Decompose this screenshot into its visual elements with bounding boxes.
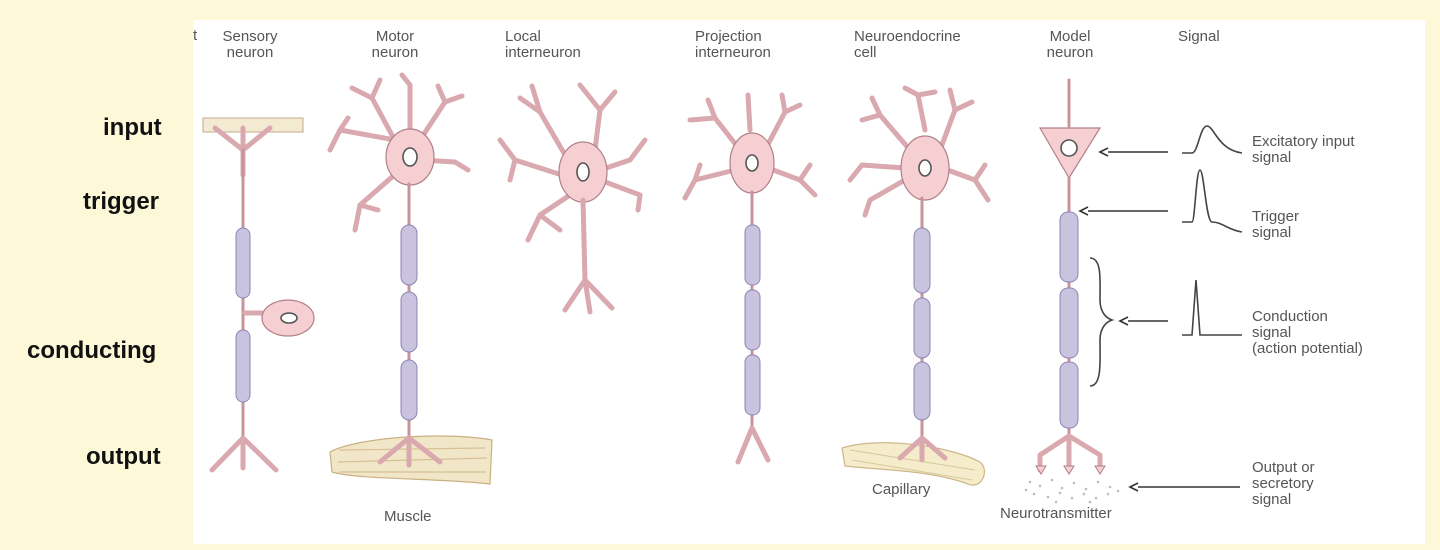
projection-myelin-1 <box>744 224 761 286</box>
motor-myelin-2 <box>400 291 418 353</box>
model-neuron <box>1024 78 1120 504</box>
model-nucleus <box>1060 139 1078 157</box>
neuroendocrine-dendrites <box>847 85 991 218</box>
stage-label-output: output <box>86 443 161 470</box>
motor-dendrites <box>327 72 471 233</box>
projection-dendrites <box>682 92 818 201</box>
label-trigger-signal: Trigger signal <box>1252 208 1299 241</box>
stage-label-conducting: conducting <box>27 337 157 364</box>
signal-arrows <box>1078 147 1240 492</box>
sensory-terminals <box>209 435 279 473</box>
label-excitatory-input-signal: Excitatory input signal <box>1252 133 1355 166</box>
label-output-secretory-signal: Output or secretory signal <box>1252 459 1315 508</box>
signal-traces <box>1182 125 1243 336</box>
neuroendocrine-myelin-3 <box>913 361 931 421</box>
projection-nucleus <box>745 154 759 172</box>
model-terminals <box>1037 433 1103 473</box>
trigger-trace <box>1182 169 1243 233</box>
sensory-nucleus <box>280 312 298 324</box>
neuroendocrine-terminals <box>897 435 948 463</box>
projection-terminals <box>735 425 771 465</box>
stage-label-trigger: trigger <box>83 188 160 215</box>
label-conduction-signal: Conduction signal (action potential) <box>1252 308 1363 357</box>
excitatory-trace <box>1182 125 1243 154</box>
motor-nucleus <box>402 147 418 167</box>
conduction-trace <box>1182 279 1242 336</box>
header-signal: Signal <box>1178 28 1220 45</box>
local-interneuron <box>497 82 648 315</box>
header-local-interneuron: Local interneuron <box>505 28 581 61</box>
header-motor-neuron: Motor neuron <box>371 28 419 61</box>
header-sensory-neuron: Sensory neuron <box>222 28 278 61</box>
projection-myelin-2 <box>744 289 761 351</box>
sensory-myelin-1 <box>235 227 251 299</box>
neuroendocrine-cell <box>841 85 991 486</box>
local-dendrites <box>497 82 648 243</box>
motor-myelin-3 <box>400 359 418 421</box>
model-myelin-1 <box>1059 211 1079 283</box>
model-myelin-3 <box>1059 361 1079 429</box>
motor-myelin-1 <box>400 224 418 286</box>
stage-label-input: input <box>103 114 162 141</box>
neuroendocrine-myelin-2 <box>913 297 931 359</box>
capillary-tissue <box>841 442 985 486</box>
projection-myelin-3 <box>744 354 761 416</box>
sensory-receptor-patch <box>202 117 304 133</box>
neurotransmitter-dots <box>1024 478 1120 504</box>
motor-neuron <box>327 72 493 485</box>
conduction-brace <box>1089 257 1115 387</box>
motor-terminals <box>377 435 443 468</box>
local-nucleus <box>576 162 590 182</box>
header-projection-interneuron: Projection interneuron <box>695 28 771 61</box>
label-neurotransmitter: Neurotransmitter <box>1000 505 1112 522</box>
label-capillary: Capillary <box>872 481 931 498</box>
header-truncated: t <box>193 27 198 44</box>
local-axon-terminals <box>562 197 615 315</box>
sensory-neuron <box>202 117 315 473</box>
header-neuroendocrine-cell: Neuroendocrine cell <box>854 28 961 61</box>
sensory-myelin-2 <box>235 329 251 403</box>
model-myelin-2 <box>1059 287 1079 359</box>
header-model-neuron: Model neuron <box>1046 28 1094 61</box>
label-muscle: Muscle <box>384 508 432 525</box>
projection-interneuron <box>682 92 818 465</box>
neuroendocrine-myelin-1 <box>913 227 931 294</box>
neuroendocrine-nucleus <box>918 159 932 177</box>
